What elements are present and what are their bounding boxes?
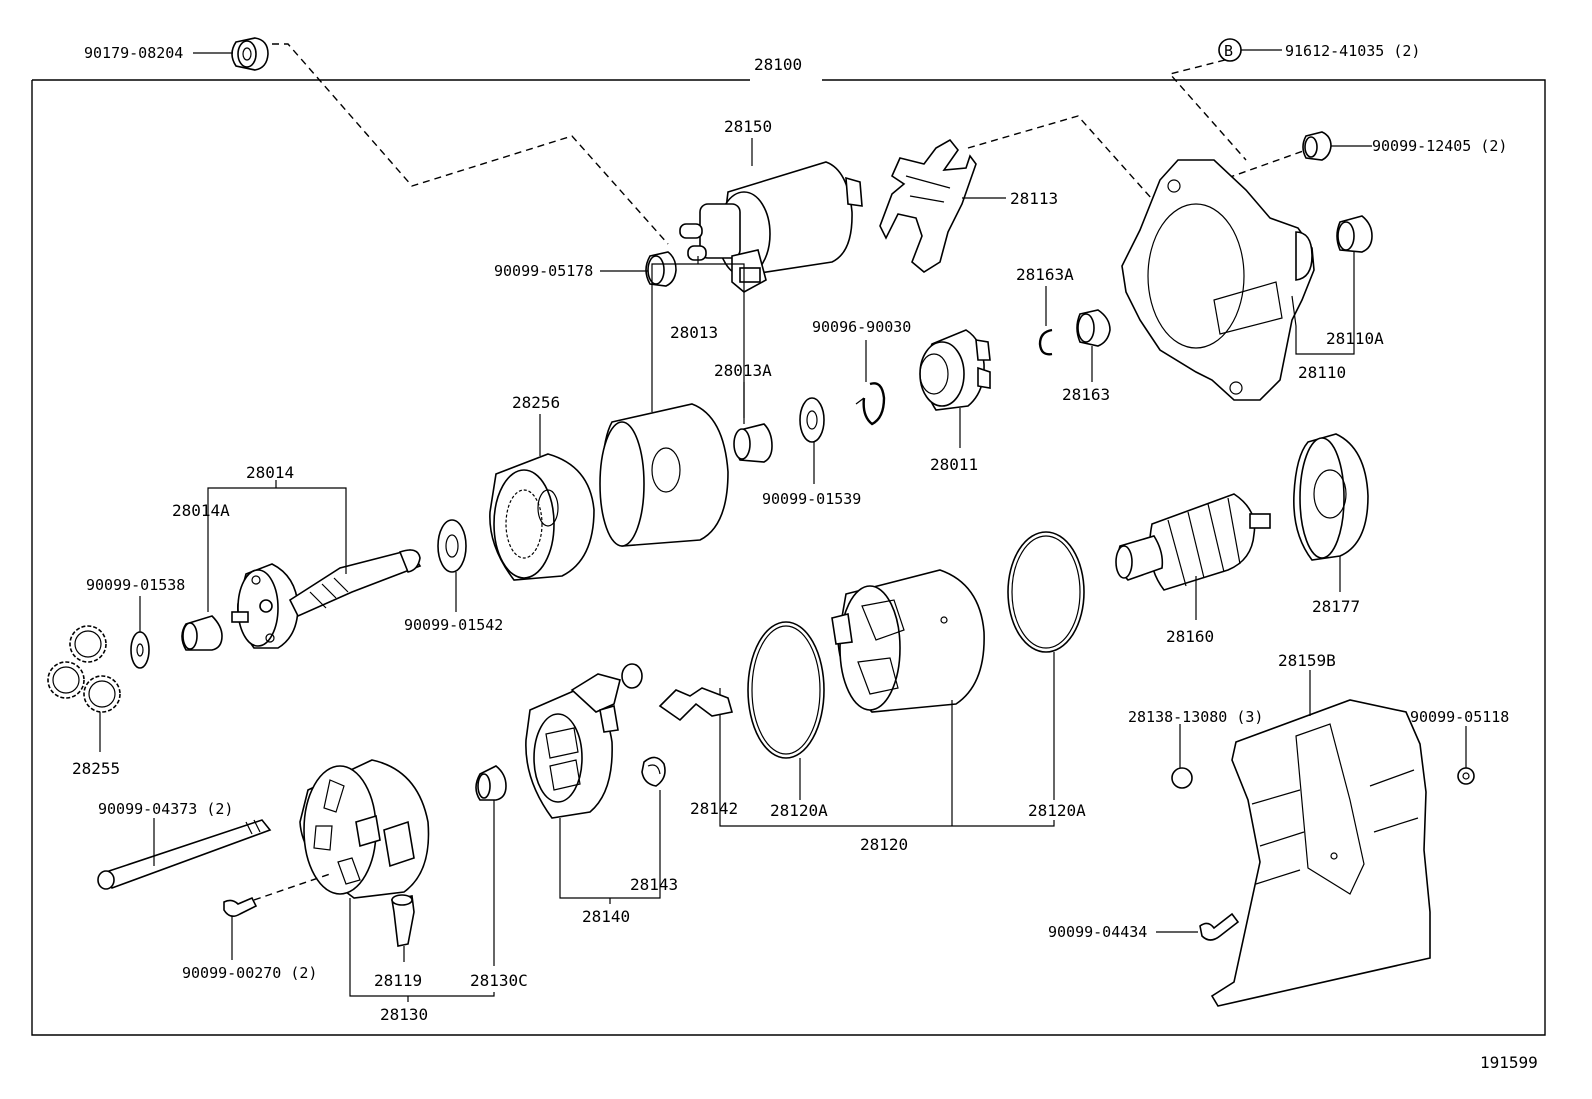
label-28138-13080: 28138-13080 (3)	[1128, 708, 1263, 726]
planetary-shaft-28014	[231, 549, 422, 649]
collar-28163	[1076, 309, 1111, 347]
housing-28110	[1121, 159, 1315, 401]
o-ring-28120A-left	[747, 621, 825, 759]
label-90099-05178: 90099-05178	[494, 262, 593, 280]
label-28143: 28143	[630, 875, 678, 894]
label-28013: 28013	[670, 323, 718, 342]
commutator-frame-28130	[299, 759, 430, 899]
nut-90099-05118	[1457, 767, 1475, 785]
end-cover-28177	[1293, 433, 1369, 561]
label-28011: 28011	[930, 455, 978, 474]
bushing-28110A	[1336, 215, 1373, 253]
brush-holder-28140	[525, 663, 643, 819]
washer-90099-01538	[130, 631, 150, 669]
assembly-frame	[31, 79, 1546, 1036]
clip-28142	[658, 687, 734, 722]
label-28110: 28110	[1298, 363, 1346, 382]
label-90099-04373: 90099-04373 (2)	[98, 800, 233, 818]
label-28113: 28113	[1010, 189, 1058, 208]
label-28130: 28130	[380, 1005, 428, 1024]
label-28163A: 28163A	[1016, 265, 1074, 284]
label-90099-00270: 90099-00270 (2)	[182, 964, 317, 982]
label-28255: 28255	[72, 759, 120, 778]
armature-28160	[1115, 493, 1271, 591]
label-28120A-left: 28120A	[770, 801, 828, 820]
cover-28159B	[1210, 699, 1431, 1007]
label-28014: 28014	[246, 463, 294, 482]
brush-28119	[391, 894, 415, 947]
label-28014A: 28014A	[172, 501, 230, 520]
bolt-90099-12405	[1302, 131, 1332, 161]
internal-gear-28256	[489, 453, 595, 581]
drive-lever-28113	[879, 138, 977, 273]
label-90099-01538: 90099-01538	[86, 576, 185, 594]
through-bolt-90099-04373	[97, 819, 272, 890]
label-28256: 28256	[512, 393, 560, 412]
label-28100: 28100	[754, 55, 802, 74]
label-28142: 28142	[690, 799, 738, 818]
label-28177: 28177	[1312, 597, 1360, 616]
label-28120A-right: 28120A	[1028, 801, 1086, 820]
label-28120: 28120	[860, 835, 908, 854]
nut-90099-05178	[645, 251, 677, 287]
starter-clutch-28011	[919, 329, 991, 411]
label-90099-01539: 90099-01539	[762, 490, 861, 508]
planetary-gears-28255	[47, 625, 121, 713]
label-28110A: 28110A	[1326, 329, 1384, 348]
nut-28138-13080	[1171, 767, 1193, 789]
label-90096-90030: 90096-90030	[812, 318, 911, 336]
screw-90099-00270	[223, 896, 258, 918]
label-28163: 28163	[1062, 385, 1110, 404]
label-28160: 28160	[1166, 627, 1214, 646]
label-90179-08204: 90179-08204	[84, 44, 183, 62]
label-28013A: 28013A	[714, 361, 772, 380]
nut-90179-08204	[231, 37, 269, 71]
label-90099-05118: 90099-05118	[1410, 708, 1509, 726]
bushing-28014A	[181, 615, 223, 651]
planetary-housing-28013	[599, 403, 729, 547]
figure-code: 191599	[1480, 1053, 1538, 1072]
label-28130C: 28130C	[470, 971, 528, 990]
washer-90099-01539	[799, 397, 825, 443]
snap-ring-28163A	[1038, 328, 1053, 356]
label-28159B: 28159B	[1278, 651, 1336, 670]
label-91612-41035: 91612-41035 (2)	[1285, 42, 1420, 60]
label-28119: 28119	[374, 971, 422, 990]
label-90099-04434: 90099-04434	[1048, 923, 1147, 941]
label-28150: 28150	[724, 117, 772, 136]
screw-90099-04434	[1199, 912, 1240, 941]
o-ring-28120A-right	[1007, 531, 1085, 653]
label-90099-01542: 90099-01542	[404, 616, 503, 634]
label-28140: 28140	[582, 907, 630, 926]
solenoid-28150	[679, 161, 863, 293]
label-90099-12405: 90099-12405 (2)	[1372, 137, 1507, 155]
washer-90099-01542	[437, 519, 467, 573]
bushing-28013A	[733, 423, 773, 463]
bushing-28130C	[475, 765, 507, 801]
spring-28143	[641, 756, 666, 787]
svg-text:B: B	[1224, 42, 1233, 60]
callout-b: B	[1218, 38, 1242, 62]
snap-ring-90096-90030	[855, 382, 886, 426]
yoke-28120	[831, 569, 985, 713]
